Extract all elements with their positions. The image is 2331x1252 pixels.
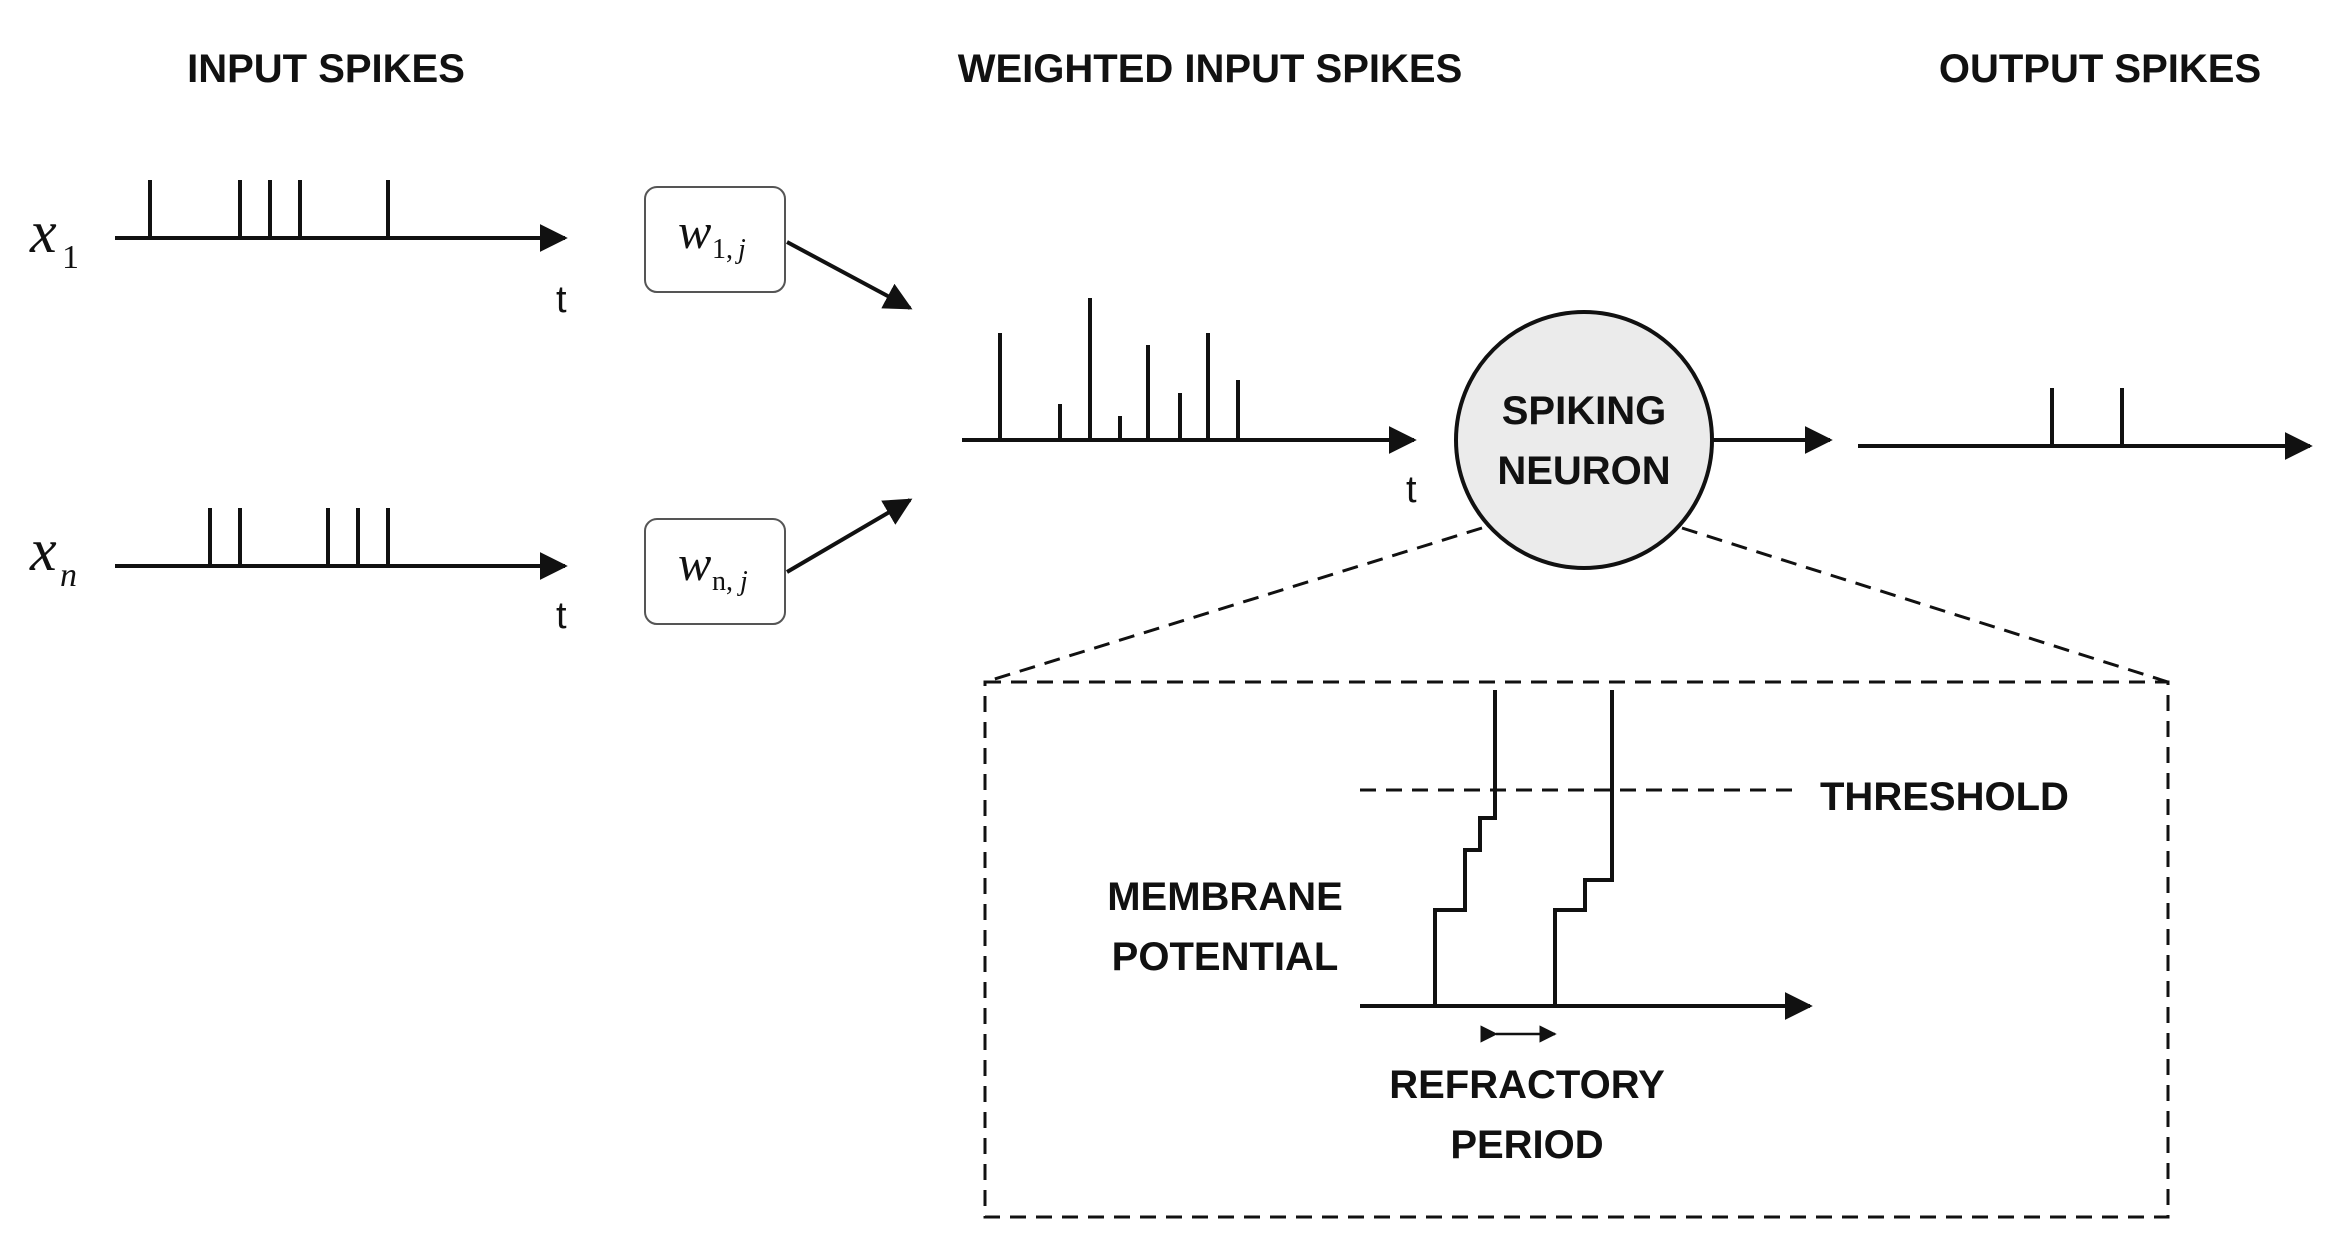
output-spike-train bbox=[1858, 388, 2313, 460]
header-output-spikes: OUTPUT SPIKES bbox=[1939, 47, 2261, 91]
weight-box bbox=[644, 186, 786, 293]
neuron-label-line1: SPIKING bbox=[1502, 389, 1666, 433]
weighted-t-label: t bbox=[1406, 469, 1417, 511]
zoom-line-left bbox=[984, 526, 1483, 684]
refractory-label-line2: PERIOD bbox=[1450, 1123, 1603, 1167]
threshold-label: THRESHOLD bbox=[1820, 775, 2069, 819]
input-x1-spikes bbox=[148, 180, 390, 238]
neuron-circle bbox=[1454, 310, 1714, 570]
weight-box bbox=[644, 518, 786, 625]
input-x1: x 1 t bbox=[29, 180, 568, 321]
spiking-neuron: SPIKING NEURON bbox=[1454, 310, 1714, 570]
weight-w1j-subscript: 1, bbox=[712, 234, 733, 265]
input-xn-spikes bbox=[208, 508, 390, 566]
weight-wnj: w n, j bbox=[644, 498, 913, 625]
arrow-wnj-to-sum bbox=[785, 498, 913, 574]
input-xn-subscript: n bbox=[60, 557, 77, 594]
neuron-label-line2: NEURON bbox=[1497, 449, 1670, 493]
weight-w1j-subscript-j: j bbox=[735, 234, 746, 265]
weight-w1j-symbol: w bbox=[678, 203, 711, 259]
input-x1-subscript: 1 bbox=[62, 239, 79, 276]
weight-wnj-subscript-j: j bbox=[737, 566, 748, 597]
membrane-trace-1 bbox=[1433, 690, 1497, 1006]
zoom-line-right bbox=[1681, 526, 2169, 684]
input-x1-symbol: x bbox=[29, 199, 57, 265]
input-xn-symbol: x bbox=[29, 517, 57, 583]
weight-w1j: w 1, j bbox=[644, 186, 913, 310]
membrane-label-line1: MEMBRANE bbox=[1107, 875, 1343, 919]
input-xn: x n t bbox=[29, 508, 568, 637]
weight-wnj-subscript: n, bbox=[712, 566, 733, 597]
input-x1-t-label: t bbox=[556, 279, 567, 321]
refractory-label-line1: REFRACTORY bbox=[1389, 1063, 1665, 1107]
header-input-spikes: INPUT SPIKES bbox=[187, 47, 465, 91]
arrow-w1j-to-sum bbox=[786, 240, 913, 310]
weight-wnj-symbol: w bbox=[678, 535, 711, 591]
membrane-trace-2 bbox=[1553, 690, 1614, 1006]
membrane-label-line2: POTENTIAL bbox=[1112, 935, 1339, 979]
input-xn-t-label: t bbox=[556, 595, 567, 637]
header-weighted-input-spikes: WEIGHTED INPUT SPIKES bbox=[958, 47, 1463, 91]
membrane-inset: THRESHOLD MEMBRANE POTENTIAL REFRACTORY … bbox=[1107, 690, 2069, 1167]
weighted-spike-train: t bbox=[962, 298, 1417, 511]
